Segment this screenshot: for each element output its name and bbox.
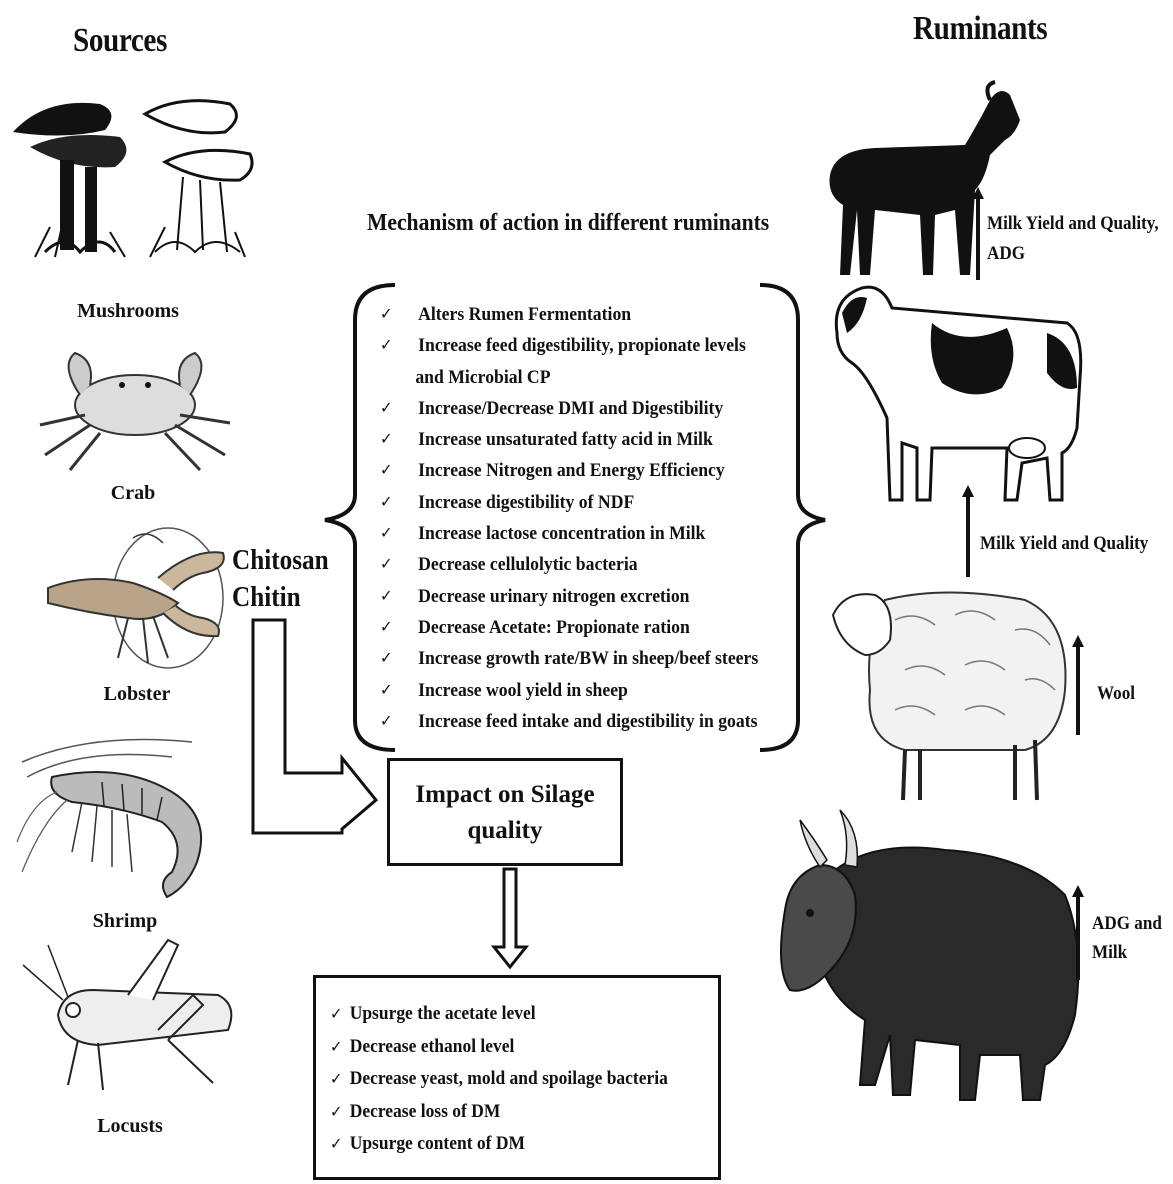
sheep-effect: Wool [1097, 680, 1135, 708]
check-icon: ✓ [380, 549, 392, 580]
source-label-lobster: Lobster [57, 683, 217, 706]
check-icon: ✓ [380, 675, 392, 706]
check-icon: ✓ [380, 612, 392, 643]
mechanism-heading: Mechanism of action in different ruminan… [367, 210, 769, 237]
mechanism-item: ✓Increase unsaturated fatty acid in Milk [380, 424, 758, 455]
yak-icon [765, 805, 1090, 1105]
mechanism-item: ✓Increase digestibility of NDF [380, 487, 758, 518]
silage-title-line1: Impact on Silage [390, 777, 620, 813]
check-icon: ✓ [380, 706, 392, 737]
check-icon: ✓ [330, 1039, 342, 1056]
yak-effect-line2: Milk [1092, 939, 1127, 967]
mechanism-list: ✓Alters Rumen Fermentation ✓Increase fee… [380, 299, 787, 737]
mechanism-item-continuation: and Microbial CP [380, 362, 758, 393]
up-arrow-icon [972, 187, 984, 280]
source-label-shrimp: Shrimp [45, 910, 205, 933]
mechanism-item: ✓Increase Nitrogen and Energy Efficiency [380, 455, 758, 486]
silage-box: Impact on Silage quality [387, 758, 623, 866]
source-label-locusts: Locusts [50, 1115, 210, 1138]
up-arrow-icon [962, 485, 974, 577]
mushroom-icon [5, 92, 270, 267]
check-icon: ✓ [330, 1104, 342, 1121]
crab-icon [30, 345, 240, 480]
goat-effect-line2: ADG [987, 240, 1025, 268]
check-icon: ✓ [380, 330, 392, 361]
mechanism-item: ✓Alters Rumen Fermentation [380, 299, 758, 330]
mechanism-item: ✓Increase growth rate/BW in sheep/beef s… [380, 643, 758, 674]
up-arrow-icon [1072, 885, 1084, 980]
silage-outcomes-box: ✓Upsurge the acetate level ✓Decrease eth… [313, 975, 721, 1180]
lobster-icon [38, 518, 233, 678]
check-icon: ✓ [330, 1071, 342, 1088]
shrimp-icon [12, 722, 222, 907]
mechanism-item: ✓Decrease cellulolytic bacteria [380, 549, 758, 580]
up-arrow-icon [1072, 635, 1084, 735]
check-icon: ✓ [380, 455, 392, 486]
mechanism-item: ✓Increase wool yield in sheep [380, 675, 758, 706]
check-icon: ✓ [380, 393, 392, 424]
check-icon: ✓ [380, 487, 392, 518]
source-label-mushrooms: Mushrooms [48, 300, 208, 323]
outcome-item: ✓Decrease yeast, mold and spoilage bacte… [330, 1063, 687, 1096]
check-icon: ✓ [330, 1006, 342, 1023]
ruminants-heading: Ruminants [913, 10, 1047, 48]
down-arrow [490, 867, 530, 972]
cow-icon [822, 278, 1087, 508]
silage-outcomes-list: ✓Upsurge the acetate level ✓Decrease eth… [330, 998, 718, 1161]
sources-heading: Sources [73, 22, 167, 60]
check-icon: ✓ [380, 518, 392, 549]
silage-title-line2: quality [390, 813, 620, 849]
outcome-item: ✓Decrease loss of DM [330, 1096, 687, 1129]
compound-label-chitosan: Chitosan [232, 543, 329, 579]
check-icon: ✓ [380, 424, 392, 455]
outcome-item: ✓Decrease ethanol level [330, 1031, 687, 1064]
mechanism-item: ✓Increase lactose concentration in Milk [380, 518, 758, 549]
compound-label-chitin: Chitin [232, 580, 301, 616]
source-label-crab: Crab [53, 482, 213, 505]
mechanism-item: ✓Increase/Decrease DMI and Digestibility [380, 393, 758, 424]
check-icon: ✓ [330, 1136, 342, 1153]
yak-effect-line1: ADG and [1092, 910, 1162, 938]
mechanism-item: ✓Increase feed digestibility, propionate… [380, 330, 758, 361]
check-icon: ✓ [380, 643, 392, 674]
outcome-item: ✓Upsurge content of DM [330, 1128, 687, 1161]
mechanism-item: ✓Increase feed intake and digestibility … [380, 706, 758, 737]
cow-effect: Milk Yield and Quality [980, 530, 1148, 558]
locust-icon [18, 935, 243, 1105]
check-icon: ✓ [380, 581, 392, 612]
check-icon: ✓ [380, 299, 392, 330]
outcome-item: ✓Upsurge the acetate level [330, 998, 687, 1031]
sheep-icon [825, 580, 1075, 805]
goat-effect-line1: Milk Yield and Quality, [987, 210, 1159, 238]
mechanism-item: ✓Decrease urinary nitrogen excretion [380, 581, 758, 612]
mechanism-item: ✓Decrease Acetate: Propionate ration [380, 612, 758, 643]
